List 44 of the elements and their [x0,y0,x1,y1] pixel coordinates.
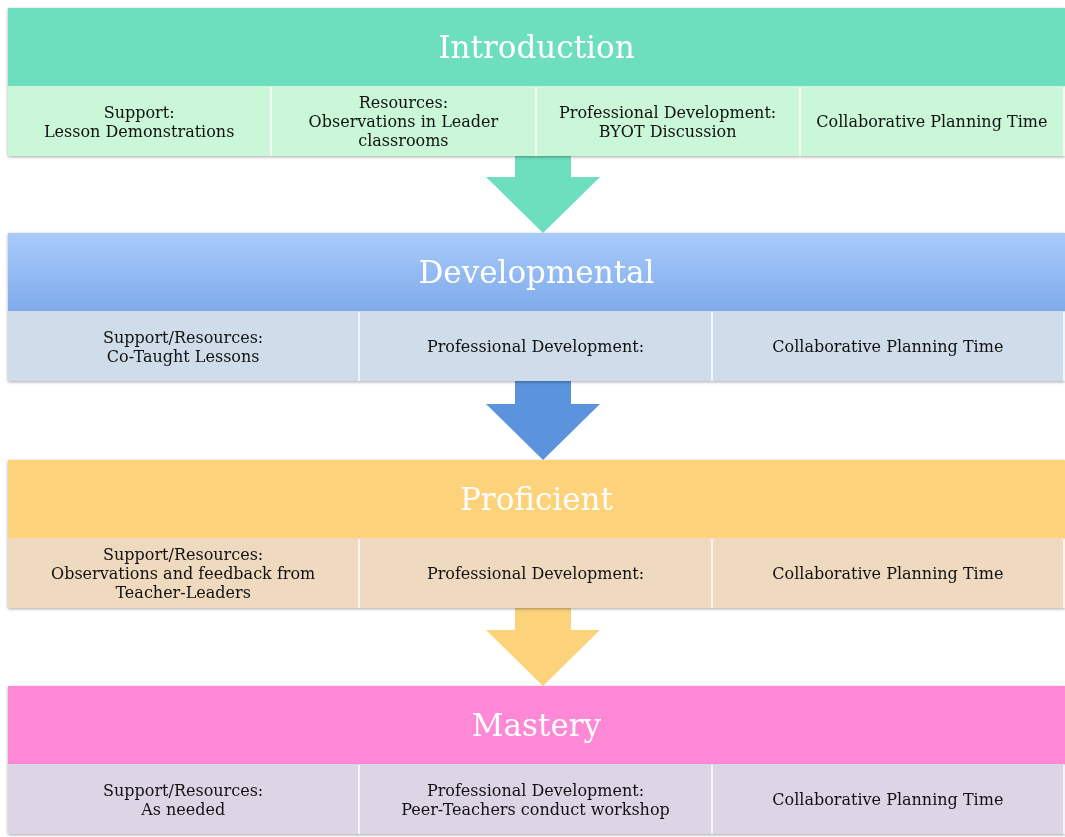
topic-cell [712,312,1065,381]
stage-panel [8,460,1065,608]
topic-cell [8,539,361,608]
cell-heading: Support/Resources: [102,327,265,347]
cell-text: Observations and feedback from Teacher-Leaders [50,564,317,602]
stage-panel [8,686,1065,834]
cell-heading: Collaborative Planning Time [771,337,1005,356]
cell-heading: Professional Development: [558,102,778,122]
cell-heading: Collaborative Planning Time [771,790,1005,809]
cell-text: Observations in Leader classrooms [307,112,500,150]
cell-heading: Professional Development: [425,564,646,583]
cell-heading: Professional Development: [425,780,646,800]
cell-heading: Resources: [357,93,450,112]
topic-cell [536,87,801,156]
stage-title: Mastery [471,707,602,743]
cell-heading: Collaborative Planning Time [815,112,1049,131]
stage-title: Developmental [418,254,655,290]
topic-cell [360,765,713,834]
stage-title: Proficient [459,481,614,517]
topic-cell [360,539,713,608]
topic-cell [360,312,713,381]
block-arrow [486,608,600,686]
cell-heading: Support/Resources: [102,545,265,564]
cell-heading: Collaborative Planning Time [771,564,1005,583]
cell-text: Co-Taught Lessons [106,346,260,366]
topic-cell [8,765,361,834]
topic-cell [712,765,1065,834]
topic-cell [800,87,1065,156]
cell-text: BYOT Discussion [597,121,737,141]
topic-cell [8,312,361,381]
cell-text: Lesson Demonstrations [42,121,236,141]
stage-title: Introduction [438,29,635,65]
cell-heading: Support: [102,102,176,122]
block-arrow [486,381,600,460]
topic-cell [712,539,1065,608]
cell-heading: Professional Development: [425,337,646,356]
topic-cell [8,87,273,156]
block-arrow [486,156,600,233]
cell-text: As needed [141,799,226,819]
topic-cell [272,87,537,156]
stage-panel [8,8,1065,156]
cell-heading: Support/Resources: [102,780,265,800]
cell-text: Peer-Teachers conduct workshop [400,799,671,819]
stage-panel [8,233,1065,381]
